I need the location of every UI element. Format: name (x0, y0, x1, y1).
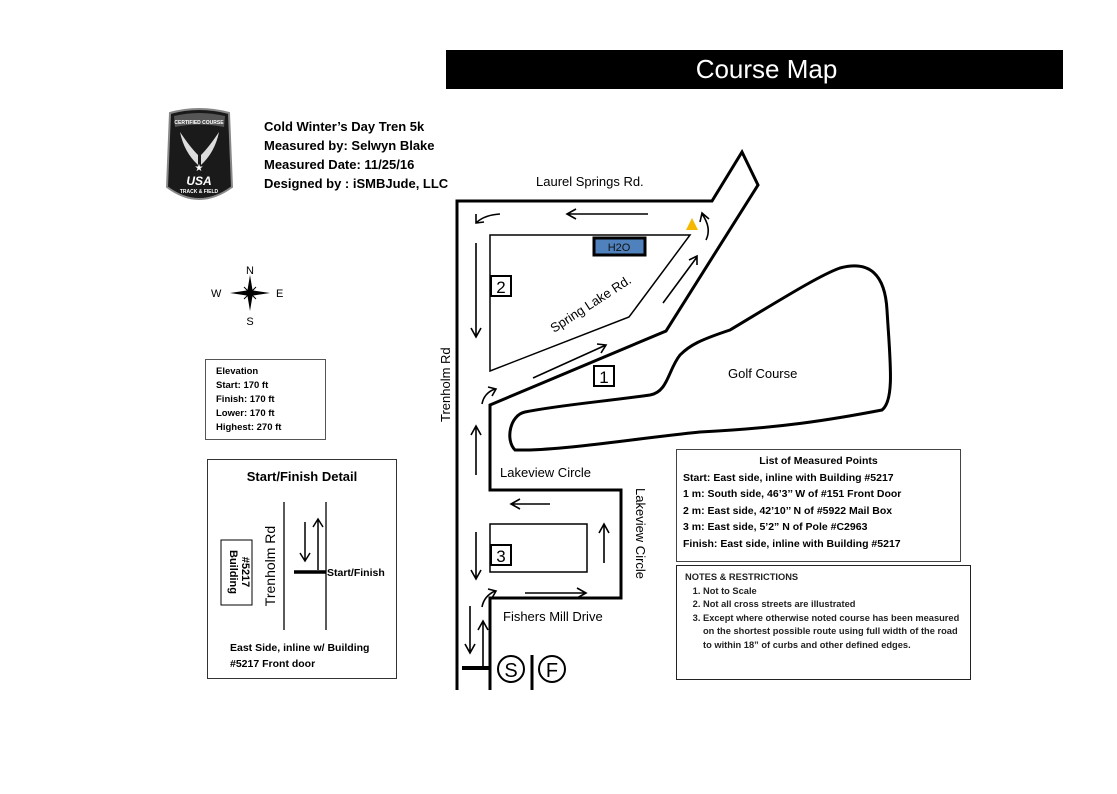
trenholm-label: Trenholm Rd (262, 526, 278, 606)
caption-line-2: #5217 Front door (230, 658, 316, 670)
turn-arrow-icon (481, 386, 498, 405)
laurel-springs-label: Laurel Springs Rd. (536, 174, 644, 189)
start-marker-label: S (504, 660, 517, 682)
race-info: Cold Winter’s Day Tren 5k Measured by: S… (264, 117, 448, 193)
star-icon: ★ (195, 163, 204, 174)
arrow-up-icon (598, 522, 610, 563)
arrow-down-icon (470, 532, 482, 581)
note-item: Not all cross streets are illustrated (703, 598, 962, 612)
start-finish-detail-title: Start/Finish Detail (246, 469, 358, 484)
course-arrows (464, 208, 710, 668)
mile-2-marker (490, 275, 512, 297)
compass-n: N (246, 265, 254, 277)
start-marker (497, 655, 525, 683)
elevation-start: Start: 170 ft (216, 380, 269, 391)
arrow-up-right-icon (662, 254, 698, 304)
notes-box: NOTES & RESTRICTIONS Not to Scale Not al… (676, 565, 971, 680)
caption-line-1: East Side, inline w/ Building (230, 642, 370, 654)
measured-points-box: List of Measured Points Start: East side… (676, 449, 961, 562)
mile-3-marker (490, 544, 512, 566)
measured-by: Measured by: Selwyn Blake (264, 138, 435, 153)
fishers-mill-label: Fishers Mill Drive (503, 609, 603, 624)
arrow-down-icon (470, 243, 482, 339)
usatf-certified-logo: CERTIFIED COURSE ★ USA TRACK & FIELD (165, 108, 234, 200)
finish-marker (538, 655, 566, 683)
start-finish-marker-label: Start/Finish (327, 567, 385, 579)
spring-lake-label: Spring Lake Rd. (547, 272, 633, 335)
logo-sub: TRACK & FIELD (180, 189, 219, 195)
building-label: Building (227, 550, 239, 594)
arrow-up-icon (477, 619, 489, 668)
elevation-highest: Highest: 270 ft (216, 422, 282, 433)
arrow-up-right-icon (532, 343, 608, 379)
turn-arrow-icon (475, 213, 501, 224)
measured-date: Measured Date: 11/25/16 (264, 157, 415, 172)
mile-3-label: 3 (496, 547, 505, 566)
measured-point: Finish: East side, inline with Building … (683, 537, 901, 550)
start-finish-detail-box: Start/Finish Detail Building #5217 Trenh… (207, 459, 397, 679)
golf-course-label: Golf Course (728, 366, 797, 381)
spring-lake-block (489, 234, 692, 373)
roads (455, 148, 760, 690)
building-number: #5217 (239, 557, 251, 588)
mile-1-label: 1 (599, 368, 608, 387)
designed-by: Designed by : iSMBJude, LLC (264, 176, 449, 191)
turnaround-cone-icon (686, 218, 698, 230)
race-name: Cold Winter’s Day Tren 5k (264, 119, 425, 134)
arrow-up-icon (312, 517, 324, 570)
logo-brand: USA (186, 174, 211, 188)
title-bar: Course Map (446, 50, 1063, 89)
measured-point: 2 m: East side, 42’10’’ N of #5922 Mail … (683, 504, 893, 517)
measured-point: 3 m: East side, 5’2” N of Pole #C2963 (683, 521, 868, 533)
page-title: Course Map (695, 54, 838, 84)
elevation-title: Elevation (216, 366, 259, 377)
elevation-box: Elevation Start: 170 ft Finish: 170 ft L… (205, 359, 326, 440)
mile-2-label: 2 (496, 278, 505, 297)
measured-point: Start: East side, inline with Building #… (683, 471, 894, 484)
elevation-finish: Finish: 170 ft (216, 394, 275, 405)
arrow-left-icon (565, 208, 648, 220)
compass-e: E (276, 288, 283, 300)
arrow-up-icon (470, 424, 482, 475)
lakeview-circle-vertical-label: Lakeview Circle (633, 488, 648, 579)
notes-title: NOTES & RESTRICTIONS (685, 572, 799, 582)
building-5217 (220, 539, 253, 606)
note-item: Not to Scale (703, 585, 962, 599)
lakeview-circle-label: Lakeview Circle (500, 465, 591, 480)
compass-s: S (246, 316, 253, 328)
measured-point: 1 m: South side, 46’3’’ W of #151 Front … (683, 488, 902, 500)
measured-points-title: List of Measured Points (759, 455, 878, 467)
trenholm-label: Trenholm Rd (438, 347, 453, 422)
arrow-right-icon (525, 587, 588, 599)
arrow-down-icon (464, 606, 476, 655)
arrow-left-icon (509, 498, 550, 510)
logo-top-text: CERTIFIED COURSE (174, 120, 224, 126)
water-station-label: H2O (608, 242, 631, 254)
turnaround-arrow-icon (699, 211, 710, 241)
water-station (592, 236, 647, 257)
compass-rose-icon: N S E W (211, 265, 283, 328)
start-finish-caption: East Side, inline w/ Building #5217 Fron… (230, 640, 369, 672)
arrow-down-icon (299, 522, 311, 563)
turn-arrow-icon (481, 588, 498, 608)
golf-course-outline (508, 264, 892, 452)
note-item: Except where otherwise noted course has … (703, 612, 962, 653)
mile-1-marker (593, 365, 615, 387)
finish-marker-label: F (546, 660, 558, 682)
elevation-lower: Lower: 170 ft (216, 408, 275, 419)
compass-w: W (211, 288, 222, 300)
